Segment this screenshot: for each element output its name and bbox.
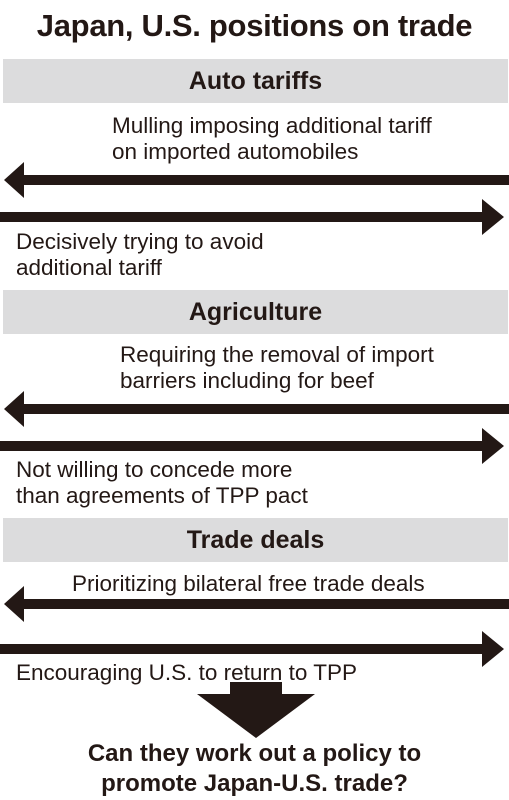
section-header-trade-deals: Trade deals [3, 518, 508, 562]
japan-position-text: Decisively trying to avoid additional ta… [16, 229, 264, 281]
us-position-text: Requiring the removal of import barriers… [120, 342, 434, 394]
us-position-line: Mulling imposing additional tariff [112, 113, 432, 138]
conclusion-line: promote Japan-U.S. trade? [101, 770, 408, 797]
japan-position-text: Encouraging U.S. to return to TPP [16, 660, 357, 686]
left-arrow [4, 586, 509, 622]
conclusion-text: Can they work out a policy to promote Ja… [0, 739, 509, 799]
right-arrow [0, 428, 504, 464]
japan-position-line: than agreements of TPP pact [16, 483, 308, 508]
section-header-auto-tariffs: Auto tariffs [3, 59, 508, 103]
down-arrow-icon [197, 682, 315, 738]
us-position-line: barriers including for beef [120, 368, 374, 393]
us-position-line: Prioritizing bilateral free trade deals [72, 571, 425, 596]
left-arrow [4, 162, 509, 198]
section-header-agriculture: Agriculture [3, 290, 508, 334]
us-position-text: Mulling imposing additional tariff on im… [112, 113, 432, 165]
us-position-text: Prioritizing bilateral free trade deals [72, 571, 425, 597]
japan-position-text: Not willing to concede more than agreeme… [16, 457, 308, 509]
left-arrow [4, 391, 509, 427]
japan-position-line: Decisively trying to avoid [16, 229, 264, 254]
us-position-line: on imported automobiles [112, 139, 359, 164]
right-arrow [0, 631, 504, 667]
japan-position-line: additional tariff [16, 255, 162, 280]
right-arrow [0, 199, 504, 235]
us-position-line: Requiring the removal of import [120, 342, 434, 367]
japan-position-line: Not willing to concede more [16, 457, 293, 482]
japan-position-line: Encouraging U.S. to return to TPP [16, 660, 358, 685]
conclusion-line: Can they work out a policy to [87, 740, 422, 767]
page-title: Japan, U.S. positions on trade [36, 8, 473, 43]
